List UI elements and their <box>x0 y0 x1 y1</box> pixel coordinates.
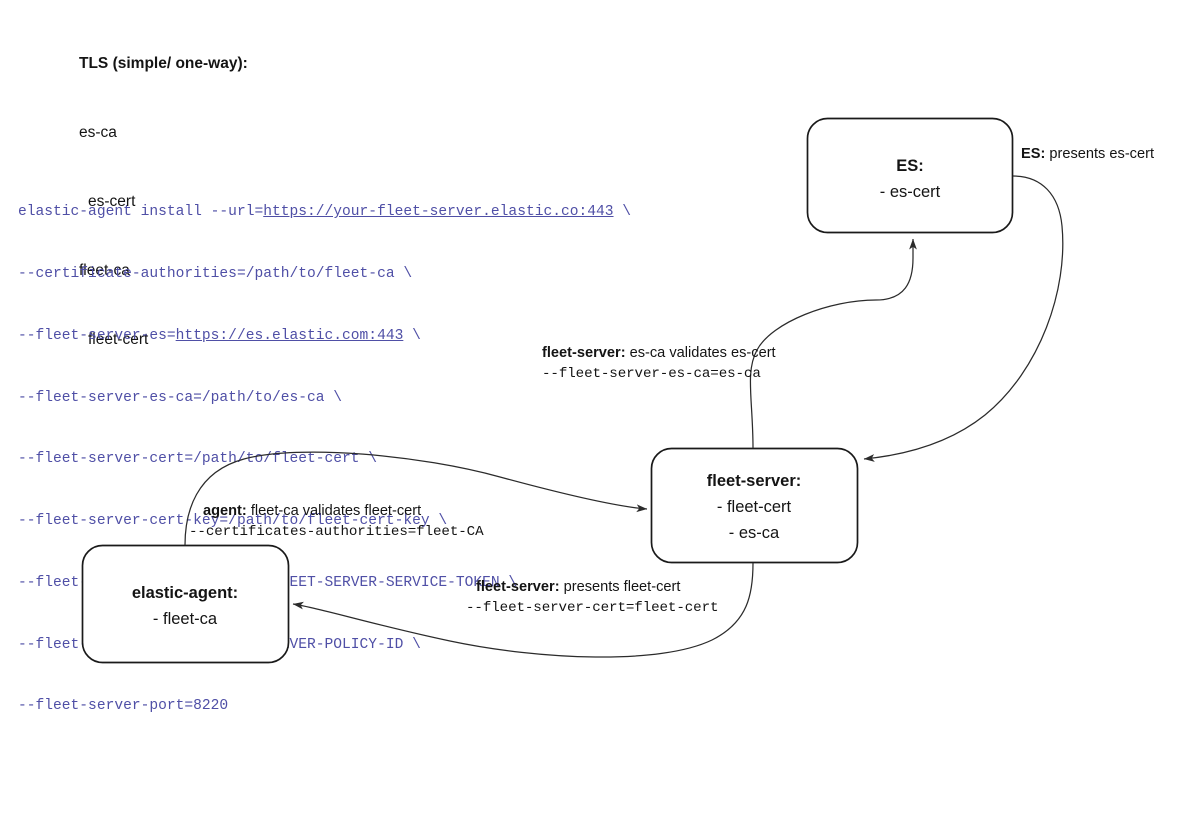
edge-label-fleet-server-validates: fleet-server: es-ca validates es-cert --… <box>542 343 776 385</box>
edge-label-fs-presents-rest: presents fleet-cert <box>559 579 681 595</box>
edge-label-fs-validates-strong: fleet-server: <box>542 345 626 361</box>
command-line-1: elastic-agent install --url=https://your… <box>18 202 631 223</box>
command-line-3-pre: --fleet-server-es= <box>18 327 176 344</box>
tls-legend-item-es-cert: es-cert <box>88 193 136 210</box>
command-line-4: --fleet-server-es-ca=/path/to/es-ca \ <box>18 389 343 406</box>
edge-label-es-presents-row1: ES: presents es-cert <box>1021 144 1154 165</box>
command-line-1-pre: elastic-agent install --url= <box>18 204 264 221</box>
tls-legend-title: TLS (simple/ one-way): <box>79 55 248 72</box>
edge-label-agent-validates-strong: agent: <box>203 503 247 519</box>
tls-legend-item-es-ca: es-ca <box>79 124 117 141</box>
edge-label-fs-presents-row1: fleet-server: presents fleet-cert <box>466 577 718 598</box>
edge-label-es-presents-strong: ES: <box>1021 146 1046 162</box>
edge-fleet-server-to-es <box>749 238 917 449</box>
edge-es-to-fleet-server <box>863 175 1064 462</box>
edge-label-agent-validates-rest: fleet-ca validates fleet-cert <box>246 503 422 519</box>
command-line-2: --certificate-authorities=/path/to/fleet… <box>18 265 413 282</box>
node-box-fleet-server[interactable] <box>650 447 859 564</box>
command-line-3: --fleet-server-es=https://es.elastic.com… <box>18 326 631 347</box>
edge-label-fs-validates-rest: es-ca validates es-cert <box>625 345 776 361</box>
tls-legend: TLS (simple/ one-way): es-ca es-cert fle… <box>79 6 248 374</box>
edge-label-es-presents-es-cert: ES: presents es-cert <box>1021 144 1154 165</box>
edge-label-fs-validates-flag: --fleet-server-es-ca=es-ca <box>542 366 761 382</box>
command-line-1-link[interactable]: https://your-fleet-server.elastic.co:443 <box>263 204 614 221</box>
edge-label-fleet-server-presents: fleet-server: presents fleet-cert --flee… <box>466 577 719 619</box>
node-box-elastic-agent[interactable] <box>81 544 290 664</box>
command-line-3-post: \ <box>403 327 421 344</box>
tls-legend-item-fleet-ca: fleet-ca <box>79 262 130 279</box>
edge-elastic-agent-to-fleet-server <box>184 451 648 546</box>
edge-fleet-server-to-elastic-agent <box>292 562 754 658</box>
edge-label-agent-validates: agent: fleet-ca validates fleet-cert --c… <box>189 501 484 543</box>
edge-label-agent-validates-row1: agent: fleet-ca validates fleet-cert <box>189 501 484 522</box>
edge-label-es-presents-rest: presents es-cert <box>1045 146 1155 162</box>
command-line-3-link[interactable]: https://es.elastic.com:443 <box>175 327 404 344</box>
node-box-es[interactable] <box>806 117 1014 234</box>
edge-label-fs-validates-row1: fleet-server: es-ca validates es-cert <box>542 343 776 364</box>
command-line-5: --fleet-server-cert=/path/to/fleet-cert … <box>18 451 378 468</box>
command-line-6: --fleet-server-cert-key=/path/to/fleet-c… <box>18 513 448 530</box>
edge-label-agent-validates-flag: --certificates-authorities=fleet-CA <box>189 524 484 540</box>
tls-legend-item-fleet-cert: fleet-cert <box>88 331 149 348</box>
edge-label-fs-presents-strong: fleet-server: <box>476 579 560 595</box>
edge-label-fs-presents-flag: --fleet-server-cert=fleet-cert <box>466 600 719 616</box>
command-line-9: --fleet-server-port=8220 <box>18 698 229 715</box>
command-line-1-post: \ <box>613 204 632 221</box>
